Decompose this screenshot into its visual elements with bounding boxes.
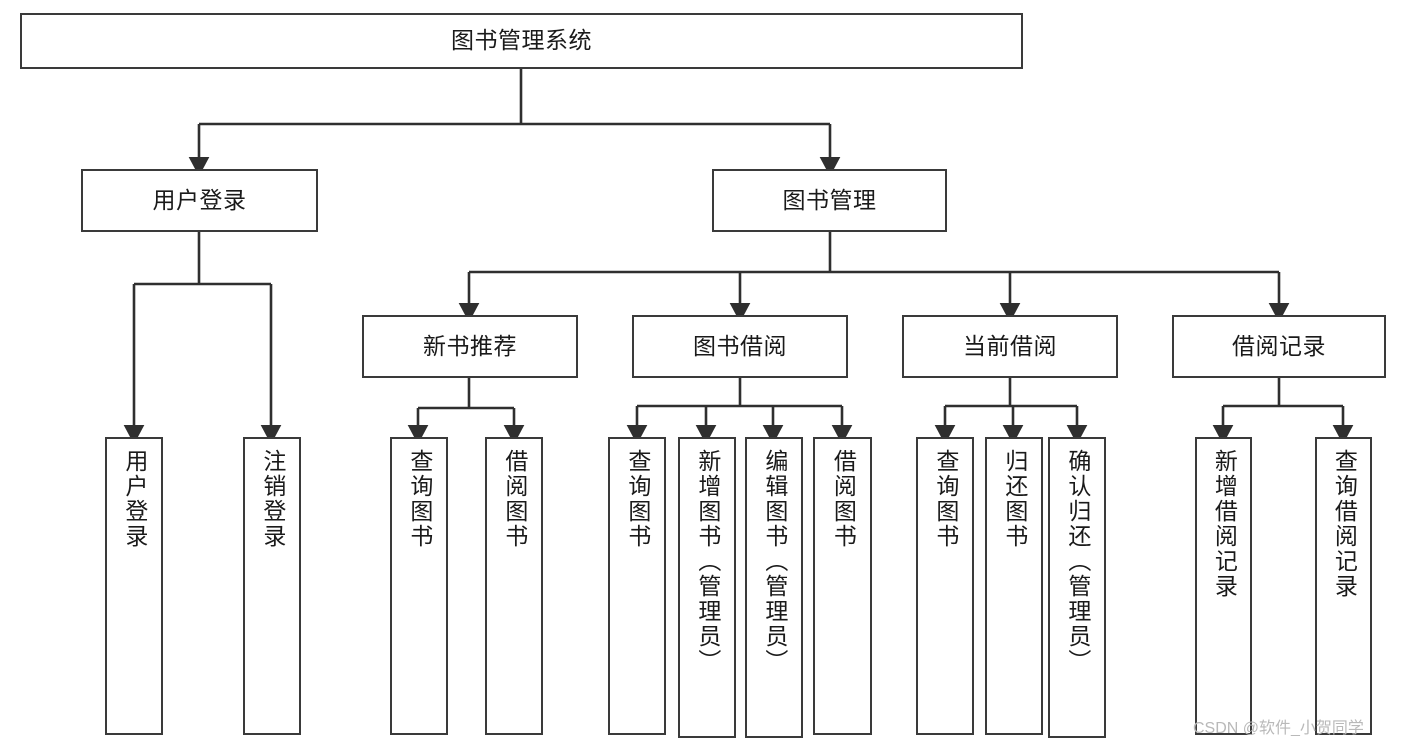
node-label: 查询图书	[932, 449, 959, 549]
node-label: 用户登录	[121, 449, 148, 549]
node-current-borrow[interactable]: 当前借阅	[902, 315, 1118, 378]
leaf-add-book-admin[interactable]: 新增图书（管理员）	[678, 437, 736, 738]
node-label: 图书管理系统	[451, 27, 592, 54]
node-label: 借阅记录	[1232, 332, 1326, 359]
node-book-management[interactable]: 图书管理	[712, 169, 947, 232]
node-label: 确认归还（管理员）	[1064, 449, 1091, 674]
leaf-confirm-return-admin[interactable]: 确认归还（管理员）	[1048, 437, 1106, 738]
leaf-return-book[interactable]: 归还图书	[985, 437, 1043, 735]
leaf-query-book-current[interactable]: 查询图书	[916, 437, 974, 735]
node-label: 图书管理	[782, 186, 877, 213]
node-label: 查询图书	[624, 449, 651, 549]
node-label: 编辑图书（管理员）	[761, 449, 788, 674]
node-label: 新书推荐	[423, 332, 517, 359]
node-label: 归还图书	[1001, 449, 1028, 549]
node-label: 当前借阅	[963, 332, 1057, 359]
node-label: 查询借阅记录	[1331, 449, 1358, 599]
node-label: 查询图书	[406, 449, 433, 549]
csdn-watermark: CSDN @软件_小贺同学	[1193, 720, 1364, 737]
node-label: 新增图书（管理员）	[694, 449, 721, 674]
leaf-borrow-book-recommend[interactable]: 借阅图书	[485, 437, 543, 735]
node-label: 图书借阅	[693, 332, 787, 359]
leaf-query-borrow-record[interactable]: 查询借阅记录	[1315, 437, 1372, 735]
leaf-add-borrow-record[interactable]: 新增借阅记录	[1195, 437, 1252, 735]
node-borrow-record[interactable]: 借阅记录	[1172, 315, 1386, 378]
node-label: 用户登录	[152, 186, 247, 213]
node-new-book-recommend[interactable]: 新书推荐	[362, 315, 578, 378]
leaf-logout-login[interactable]: 注销登录	[243, 437, 301, 735]
leaf-query-book-recommend[interactable]: 查询图书	[390, 437, 448, 735]
node-label: 借阅图书	[501, 449, 528, 549]
leaf-query-book-borrow[interactable]: 查询图书	[608, 437, 666, 735]
node-label: 注销登录	[259, 449, 286, 549]
leaf-borrow-book[interactable]: 借阅图书	[813, 437, 872, 735]
leaf-user-login[interactable]: 用户登录	[105, 437, 163, 735]
node-label: 新增借阅记录	[1211, 449, 1238, 599]
leaf-edit-book-admin[interactable]: 编辑图书（管理员）	[745, 437, 803, 738]
node-label: 借阅图书	[830, 449, 857, 549]
node-book-borrow[interactable]: 图书借阅	[632, 315, 848, 378]
node-user-login[interactable]: 用户登录	[81, 169, 318, 232]
node-root-book-management-system[interactable]: 图书管理系统	[20, 13, 1023, 69]
